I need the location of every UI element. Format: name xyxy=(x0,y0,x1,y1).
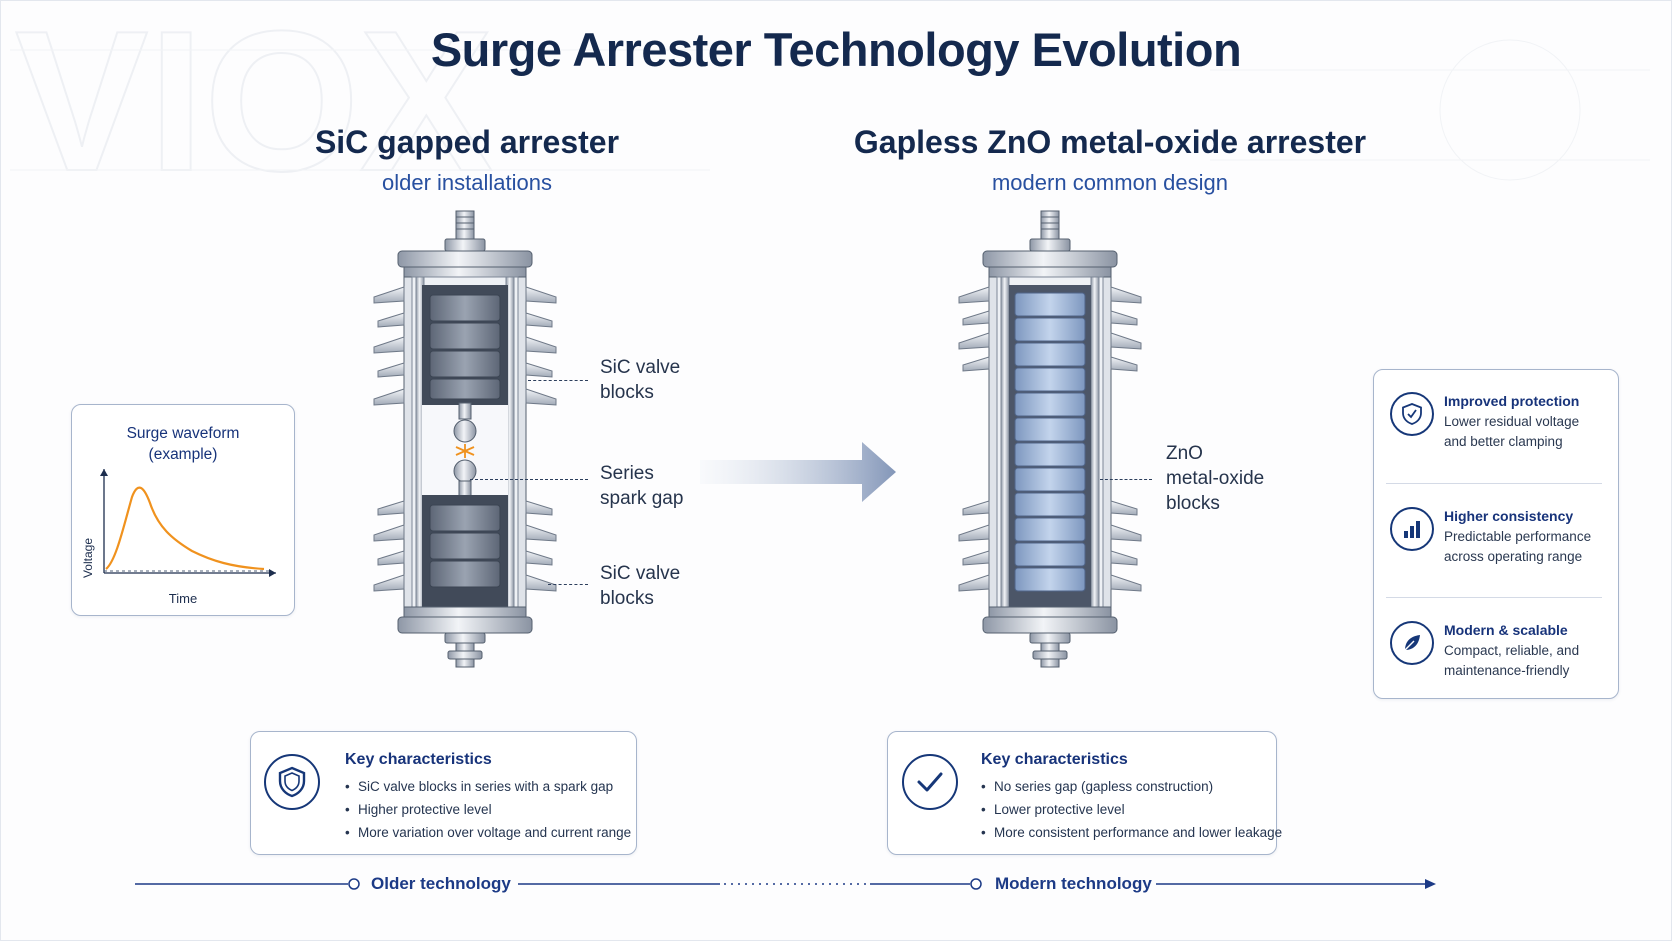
benefit-higher-consistency: Higher consistency Predictable performan… xyxy=(1444,508,1592,564)
waveform-plot xyxy=(100,469,276,577)
waveform-x-label: Time xyxy=(168,591,198,606)
watermark-logo: VIOX xyxy=(10,10,1650,214)
top-blocks-leader-line xyxy=(528,380,588,381)
timeline-arrowhead xyxy=(1425,879,1436,889)
leaf-icon xyxy=(1390,621,1434,665)
timeline-older-label: Older technology xyxy=(371,874,511,893)
left-characteristics-card: Key characteristics SiC valve blocks in … xyxy=(250,731,637,855)
waveform-title: Surge waveform xyxy=(126,425,240,442)
older-technology-marker xyxy=(348,878,360,890)
modern-technology-marker xyxy=(970,878,982,890)
waveform-y-label: Voltage xyxy=(81,537,95,579)
list-item: More consistent performance and lower le… xyxy=(981,821,1282,844)
surge-waveform-panel: Surge waveform (example) Voltage Time xyxy=(71,404,295,616)
list-item: No series gap (gapless construction) xyxy=(981,775,1282,798)
waveform-subtitle: (example) xyxy=(148,446,218,463)
benefit-separator xyxy=(1386,483,1602,484)
shield-icon xyxy=(1390,392,1434,436)
list-item: Higher protective level xyxy=(345,798,631,821)
list-item: SiC valve blocks in series with a spark … xyxy=(345,775,631,798)
right-card-list: No series gap (gapless construction) Low… xyxy=(981,775,1282,844)
technology-timeline xyxy=(135,878,1436,890)
list-item: More variation over voltage and current … xyxy=(345,821,631,844)
benefit-improved-protection: Improved protection Lower residual volta… xyxy=(1444,393,1580,449)
benefit-modern-scalable: Modern & scalable Compact, reliable, and… xyxy=(1444,622,1580,678)
left-card-list: SiC valve blocks in series with a spark … xyxy=(345,775,631,844)
transition-arrow-icon xyxy=(700,442,896,502)
benefit-separator xyxy=(1386,597,1602,598)
list-item: Lower protective level xyxy=(981,798,1282,821)
check-icon xyxy=(902,754,958,810)
shield-icon xyxy=(264,754,320,810)
right-card-heading: Key characteristics xyxy=(981,751,1128,768)
zno-gapless-arrester-illustration xyxy=(958,210,1142,668)
right-characteristics-card: Key characteristics No series gap (gaple… xyxy=(887,731,1282,855)
right-column-subtitle: modern common design xyxy=(991,170,1228,195)
zno-blocks-leader-line xyxy=(1100,479,1152,480)
page-title: Surge Arrester Technology Evolution xyxy=(430,23,1242,76)
svg-text:VIOX: VIOX xyxy=(15,10,493,213)
sic-gapped-arrester-illustration xyxy=(373,210,557,668)
spark-gap-leader-line xyxy=(470,479,588,480)
right-column-title: Gapless ZnO metal-oxide arrester xyxy=(853,124,1367,160)
bar-chart-icon xyxy=(1390,507,1434,551)
left-column-title: SiC gapped arrester xyxy=(314,124,620,160)
left-column-subtitle: older installations xyxy=(382,170,552,195)
bottom-blocks-leader-line xyxy=(548,584,588,585)
waveform-curve xyxy=(105,486,265,571)
left-card-heading: Key characteristics xyxy=(345,751,492,768)
timeline-modern-label: Modern technology xyxy=(995,874,1152,893)
